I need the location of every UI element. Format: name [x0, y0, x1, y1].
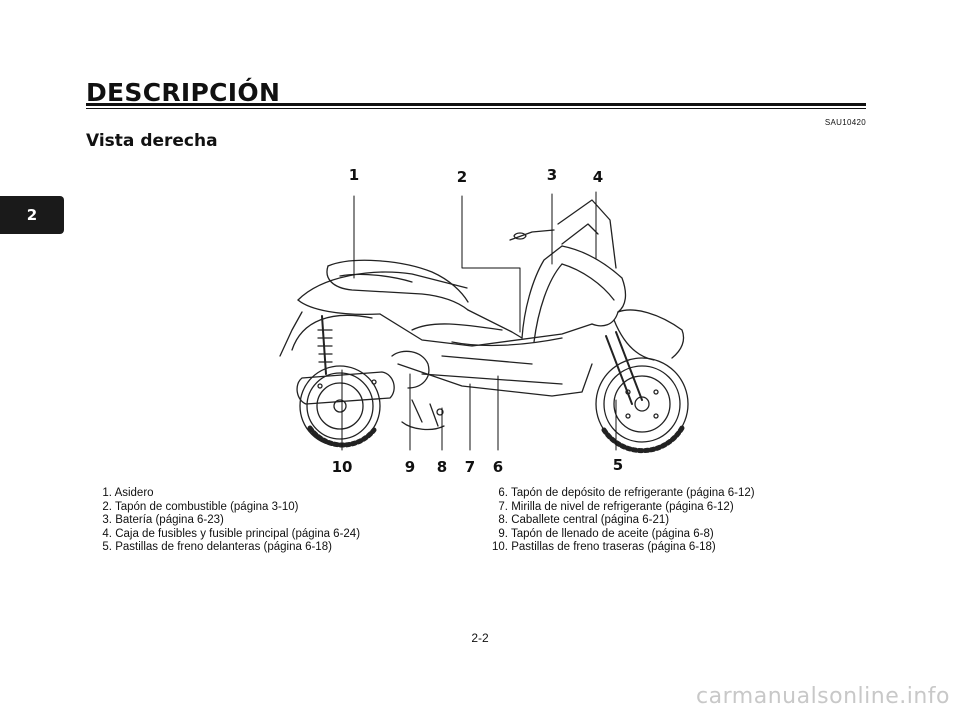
legend-item: 5. Pastillas de freno delanteras (página… [92, 541, 360, 555]
legend-item: 4. Caja de fusibles y fusible principal … [92, 528, 360, 542]
legend-item-text: Tapón de combustible (página 3-10) [115, 500, 299, 513]
legend-item-number: 1. [102, 487, 112, 499]
legend-item: 2. Tapón de combustible (página 3-10) [92, 501, 360, 515]
scooter-illustration: 1 2 3 4 5 6 7 8 9 10 [279, 166, 689, 476]
legend-item: 3. Batería (página 6-23) [92, 514, 360, 528]
legend-item: 9. Tapón de llenado de aceite (página 6-… [488, 528, 755, 542]
scooter-drawing [279, 199, 689, 454]
callout-10: 10 [332, 458, 353, 476]
section-title: DESCRIPCIÓN [86, 78, 281, 107]
legend-item-text: Pastillas de freno traseras (página 6-18… [511, 541, 716, 554]
subsection-title: Vista derecha [86, 131, 218, 151]
legend-item-text: Caja de fusibles y fusible principal (pá… [115, 527, 361, 540]
legend-item-text: Mirilla de nivel de refrigerante (página… [511, 500, 734, 513]
legend-item: 7. Mirilla de nivel de refrigerante (pág… [488, 501, 755, 515]
callout-7: 7 [465, 458, 475, 476]
legend-item-number: 10. [492, 541, 508, 554]
legend-item-text: Tapón de llenado de aceite (página 6-8) [511, 527, 714, 540]
legend-item: 1. Asidero [92, 487, 360, 501]
legend-item-number: 9. [498, 527, 508, 540]
title-rule-thin [86, 108, 866, 109]
legend-item: 8. Caballete central (página 6-21) [488, 514, 755, 528]
callout-8: 8 [437, 458, 447, 476]
legend-item-number: 3. [102, 514, 112, 527]
callout-9: 9 [405, 458, 415, 476]
page-number: 2-2 [471, 631, 489, 645]
watermark[interactable]: carmanualsonline.info [696, 684, 950, 709]
callout-1: 1 [349, 166, 359, 184]
title-rule-thick [86, 103, 866, 106]
chapter-tab: 2 [0, 196, 64, 234]
callout-2: 2 [457, 168, 467, 186]
legend-item-number: 5. [102, 541, 112, 554]
legend-item: 10. Pastillas de freno traseras (página … [488, 541, 755, 555]
legend-item-number: 6. [498, 487, 508, 499]
legend-item-text: Asidero [114, 487, 154, 499]
legend-item-text: Pastillas de freno delanteras (página 6-… [115, 541, 332, 554]
callout-4: 4 [593, 168, 603, 186]
document-code: SAU10420 [824, 118, 866, 127]
legend-right: 6. Tapón de depósito de refrigerante (pá… [488, 487, 755, 555]
legend-item-text: Caballete central (página 6-21) [511, 514, 670, 527]
callout-3: 3 [547, 166, 557, 184]
legend-item: 6. Tapón de depósito de refrigerante (pá… [488, 487, 755, 501]
legend-item-number: 2. [102, 500, 112, 513]
legend-item-text: Batería (página 6-23) [115, 514, 224, 527]
legend-item-number: 7. [498, 500, 508, 513]
callout-leaders [341, 191, 617, 451]
legend-left: 1. Asidero 2. Tapón de combustible (pági… [92, 487, 360, 555]
legend-item-text: Tapón de depósito de refrigerante (págin… [511, 487, 755, 499]
legend-item-number: 4. [102, 527, 112, 540]
legend-item-number: 8. [498, 514, 508, 527]
callout-5: 5 [613, 456, 623, 474]
callout-6: 6 [493, 458, 503, 476]
